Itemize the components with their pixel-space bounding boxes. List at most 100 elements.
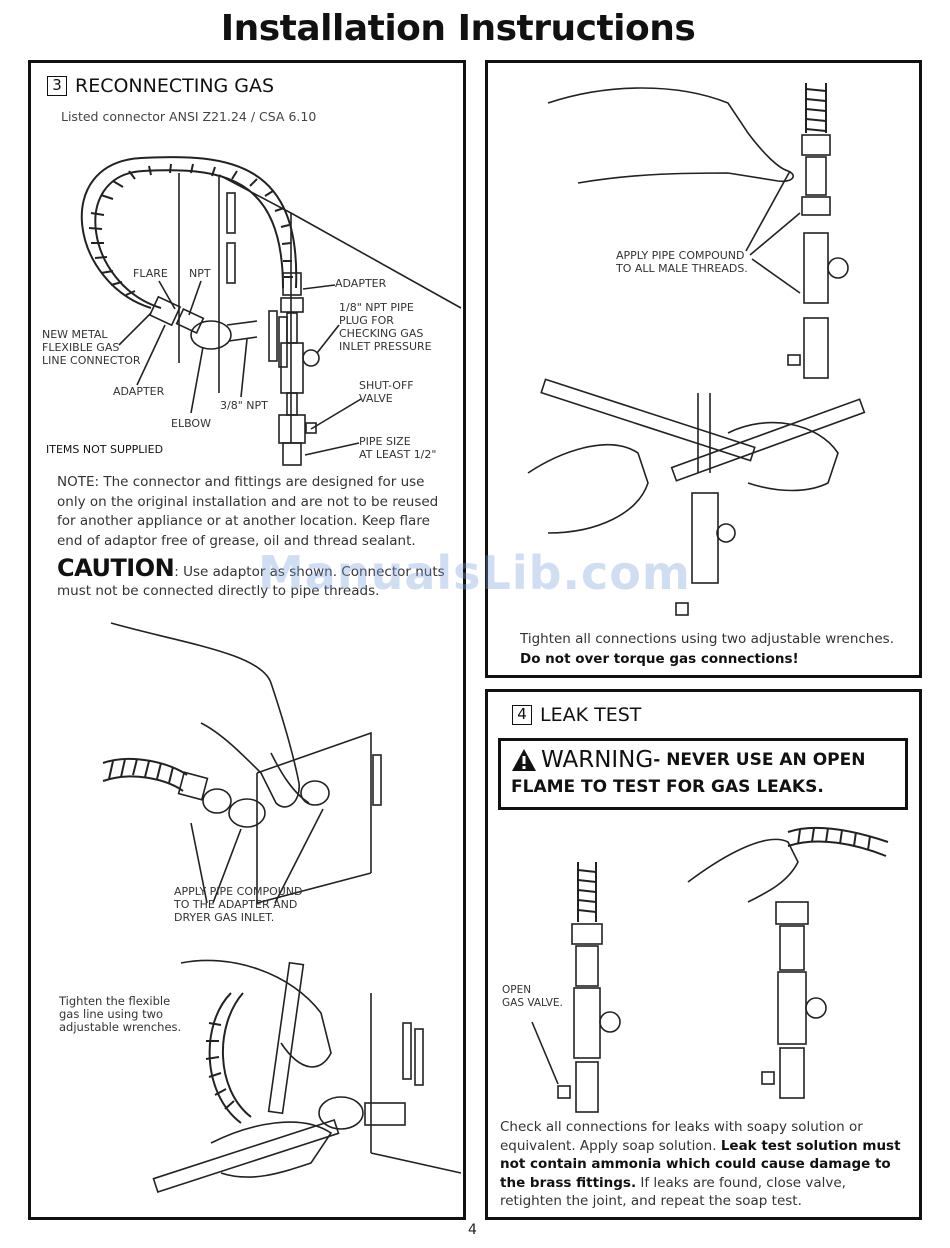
leak-test-illustration xyxy=(531,826,889,1113)
check-text-2: If leaks are found, close valve, retight… xyxy=(500,1174,846,1210)
right-nut xyxy=(775,901,809,925)
left-tee xyxy=(573,987,601,1059)
section-3-heading: 3 RECONNECTING GAS xyxy=(47,75,274,97)
valve-handle xyxy=(787,354,801,366)
elbow-wrenched xyxy=(318,1096,364,1130)
left-hand xyxy=(527,444,649,534)
base-slot-1 xyxy=(402,1022,412,1080)
leader-pipe-size xyxy=(304,442,360,456)
arrow-2 xyxy=(212,828,242,904)
lower-pipe xyxy=(286,392,298,416)
upper-flex-line xyxy=(805,83,827,133)
left-flex-line xyxy=(577,862,597,922)
section-number-box: 4 xyxy=(512,705,532,725)
lower-tee xyxy=(691,492,719,584)
reconnecting-gas-panel: 3 RECONNECTING GAS Listed connector ANSI… xyxy=(28,60,466,1220)
finger-outline xyxy=(270,752,310,804)
right-tee-plug xyxy=(805,997,827,1019)
tighten-wrenches-illustration xyxy=(152,959,462,1194)
arrow-top-2 xyxy=(749,212,801,256)
wall-slot-1 xyxy=(226,192,236,234)
right-pipe xyxy=(286,312,298,344)
right-wrench xyxy=(670,398,866,482)
caution-text: : Use adaptor as shown. Connector nuts m… xyxy=(57,564,445,599)
tighten-connections-panel: APPLY PIPE COMPOUND TO ALL MALE THREADS.… xyxy=(485,60,922,678)
hand-upper xyxy=(180,959,332,1068)
label-tighten-flexible: Tighten the flexible gas line using two … xyxy=(59,994,182,1034)
leader-plug xyxy=(316,324,340,354)
tee-fitting xyxy=(280,342,304,394)
right-valve-handle xyxy=(761,1071,775,1085)
leader-npt38 xyxy=(240,338,248,398)
upper-adapter xyxy=(805,156,827,196)
label-shutoff-valve: SHUT-OFF VALVE xyxy=(359,379,414,405)
left-tee-plug xyxy=(599,1011,621,1033)
right-valve xyxy=(779,1047,805,1099)
hand-with-brush xyxy=(687,838,799,903)
dryer-base xyxy=(370,993,462,1174)
wrench-upper xyxy=(267,961,305,1115)
label-apply-compound-adapter: APPLY PIPE COMPOUND TO THE ADAPTER AND D… xyxy=(174,885,303,924)
tighten-text: Tighten all connections using two adjust… xyxy=(520,631,894,647)
warning-text-1: - NEVER USE AN OPEN xyxy=(653,750,866,770)
short-coil xyxy=(102,757,188,792)
left-nut xyxy=(571,923,603,945)
lower-valve-handle xyxy=(675,602,689,616)
wrench-lower xyxy=(152,1118,340,1194)
leader-adapter-left xyxy=(136,324,166,386)
right-adapter xyxy=(779,925,805,971)
adapter-body xyxy=(202,788,232,814)
check-bold: Leak test solution must not contain ammo… xyxy=(500,1137,901,1191)
arrow-open-valve xyxy=(531,1021,559,1085)
watermark: ManualsLib.com xyxy=(258,546,691,600)
left-adapter xyxy=(575,945,599,987)
coil-ridges xyxy=(88,163,293,296)
leader-new-metal xyxy=(118,312,152,346)
label-npt-3-8: 3/8" NPT xyxy=(220,399,268,412)
dryer-gas-inlet xyxy=(300,780,330,806)
label-adapter-left: ADAPTER xyxy=(113,385,165,398)
wall-slot-3 xyxy=(268,310,278,362)
right-tee xyxy=(777,971,807,1045)
section-title: LEAK TEST xyxy=(540,704,642,726)
upper-nut xyxy=(801,134,831,156)
leak-test-instructions: Check all connections for leaks with soa… xyxy=(500,1118,910,1211)
tighten-warning-bold: Do not over torque gas connections! xyxy=(520,651,799,667)
gas-connection-diagram xyxy=(80,156,462,466)
flexible-gas-connector-coil xyxy=(80,156,298,309)
section-number-box: 3 xyxy=(47,76,67,96)
shutoff-valve-handle xyxy=(305,422,317,434)
connector-standard-text: Listed connector ANSI Z21.24 / CSA 6.10 xyxy=(61,109,317,124)
label-elbow: ELBOW xyxy=(171,417,211,430)
adapter-nut xyxy=(177,771,209,801)
warning-triangle-icon xyxy=(512,749,536,771)
flexible-line-coil xyxy=(205,992,252,1124)
arrow-top-3 xyxy=(751,258,801,294)
leak-test-panel: 4 LEAK TEST WARNING - NEVER USE AN OPEN … xyxy=(485,689,922,1220)
section-title: RECONNECTING GAS xyxy=(75,75,275,97)
label-adapter-right: ADAPTER xyxy=(335,277,387,290)
male-threads-illustration xyxy=(547,83,849,379)
left-flare-nut xyxy=(175,308,205,334)
warning-box: WARNING - NEVER USE AN OPEN FLAME TO TES… xyxy=(498,738,908,810)
dryer-panel xyxy=(256,731,372,904)
supply-pipe xyxy=(282,442,302,466)
panel-slot xyxy=(372,754,382,806)
warning-word: WARNING xyxy=(541,747,654,773)
caution-word: CAUTION xyxy=(57,554,175,582)
left-valve xyxy=(575,1061,599,1113)
leader-npt xyxy=(188,280,202,316)
leader-adapter-right xyxy=(302,284,336,290)
tee-plug xyxy=(827,257,849,279)
caution-block: CAUTION: Use adaptor as shown. Connector… xyxy=(57,556,453,601)
check-text-1: Check all connections for leaks with soa… xyxy=(500,1119,863,1154)
label-apply-compound-male: APPLY PIPE COMPOUND TO ALL MALE THREADS. xyxy=(616,249,748,275)
dryer-wall-outline xyxy=(178,173,462,443)
two-wrench-tighten-illustration xyxy=(527,378,866,616)
section-4-heading: 4 LEAK TEST xyxy=(512,704,641,726)
pipe-plug xyxy=(302,349,320,367)
warning-line-1: WARNING - NEVER USE AN OPEN xyxy=(511,747,895,773)
elbow-piece xyxy=(228,798,266,828)
page-number: 4 xyxy=(468,1222,477,1238)
arrow-3 xyxy=(274,808,324,904)
